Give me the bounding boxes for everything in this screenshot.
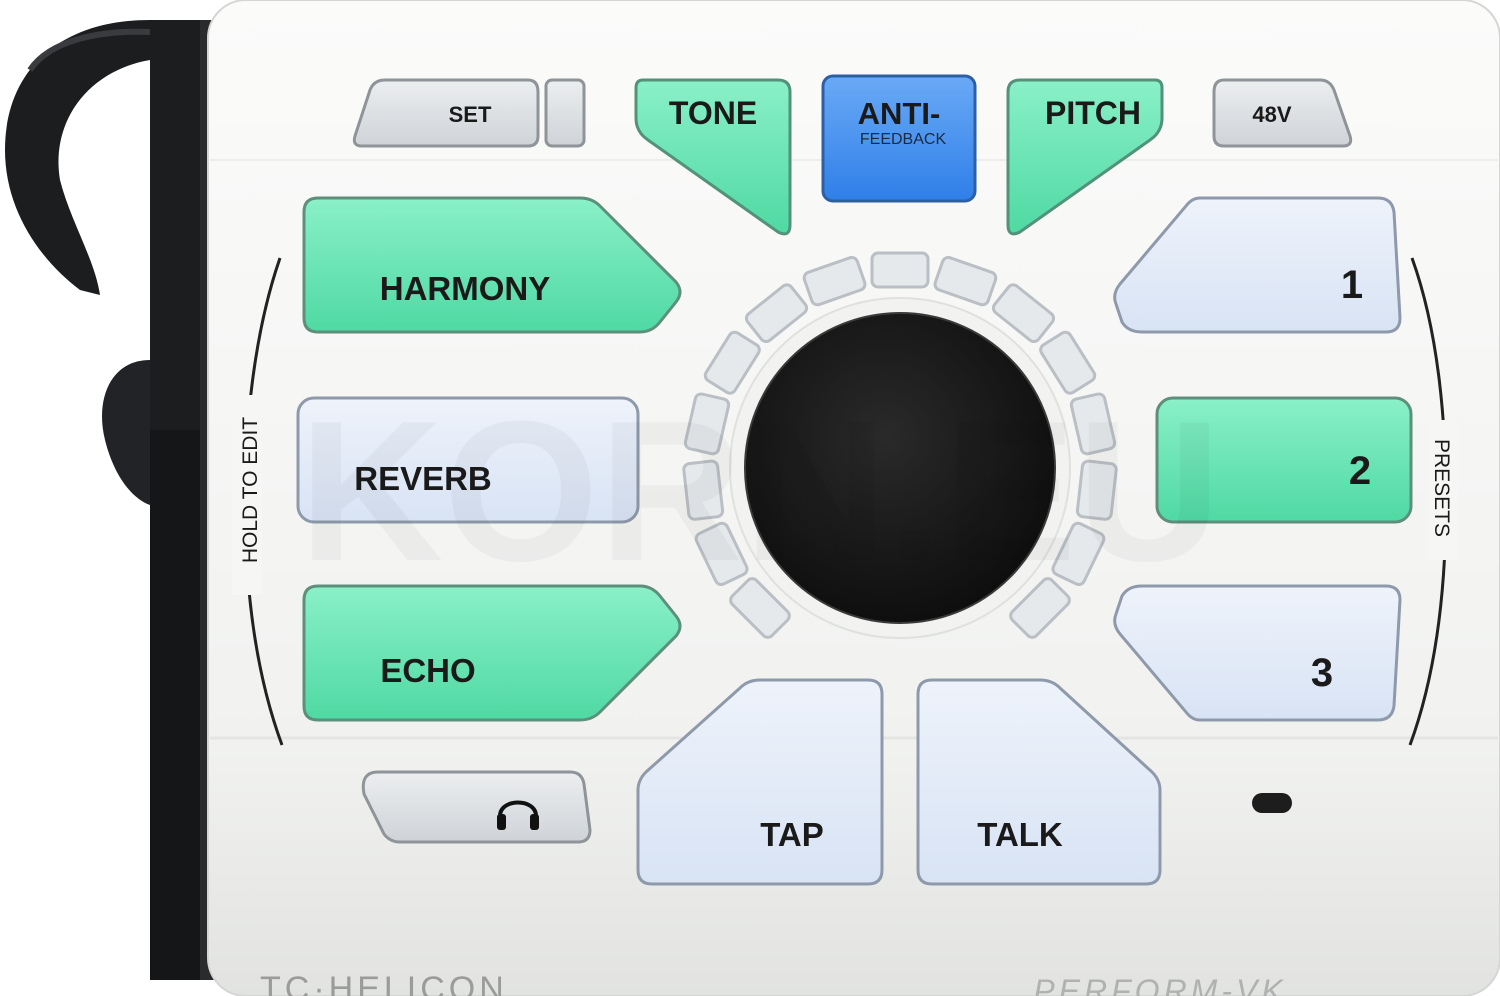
echo-button[interactable]: ECHO [302,584,682,722]
led-segment [729,577,791,639]
led-segment [802,255,867,307]
led-segment [1051,521,1106,586]
led-segment [694,521,749,586]
led-segment [1075,459,1118,521]
led-segment [682,459,725,521]
preset-2-label: 2 [1349,449,1371,493]
watermark: KORN.EU [299,380,1221,603]
led-segment [1009,577,1071,639]
pitch-button[interactable]: PITCH [1006,78,1164,236]
set-button[interactable]: SET [352,78,540,148]
led-segment [683,392,731,456]
reverb-button[interactable]: REVERB [296,396,640,524]
tap-label: TAP [760,816,824,853]
echo-label: ECHO [380,652,475,689]
48v-button[interactable]: 48V [1212,78,1353,148]
set-indicator [544,78,586,148]
preset-3-label: 3 [1311,651,1333,695]
hold-to-edit-label: HOLD TO EDIT [239,417,262,563]
set-label: SET [449,102,492,127]
preset-2-button[interactable]: 2 [1155,396,1413,524]
status-led [1252,793,1292,813]
harmony-button[interactable]: HARMONY [302,196,682,334]
preset-3-button[interactable]: 3 [1113,584,1402,722]
feedback-label: FEEDBACK [860,131,947,148]
tone-button[interactable]: TONE [634,78,792,236]
tone-label: TONE [669,95,757,131]
headphones-icon [497,800,539,830]
anti-label: ANTI- [858,96,941,131]
led-segment [933,255,998,307]
led-segment [744,283,809,344]
reverb-label: REVERB [354,460,492,497]
preset-1-label: 1 [1341,263,1363,307]
led-segment [1039,330,1097,395]
control-knob[interactable] [744,312,1056,624]
48v-label: 48V [1252,102,1291,127]
presets-label: PRESETS [1430,439,1453,537]
led-segment [870,251,930,289]
level-led-ring [682,251,1118,639]
harmony-label: HARMONY [380,270,551,307]
talk-label: TALK [977,816,1063,853]
pitch-label: PITCH [1045,95,1141,131]
talk-button[interactable]: TALK [916,678,1162,886]
preset-1-button[interactable]: 1 [1113,196,1402,334]
led-segment [1069,392,1117,456]
brand-label: TC·HELICON [260,970,508,996]
mic-stand-clip [5,20,220,980]
headphone-button[interactable] [361,770,592,844]
anti-feedback-button[interactable]: ANTI- FEEDBACK [821,74,977,203]
model-label: PERFORM-VK [1033,973,1286,996]
led-segment [991,283,1056,344]
tap-button[interactable]: TAP [636,678,884,886]
led-segment [703,330,761,395]
